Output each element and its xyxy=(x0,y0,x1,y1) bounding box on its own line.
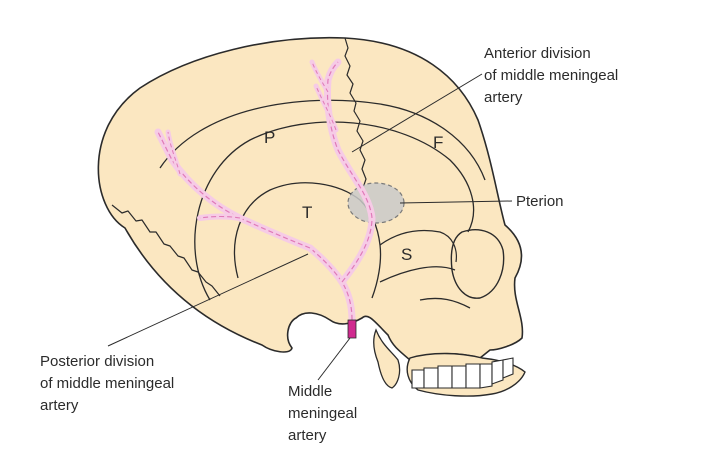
leader-lines xyxy=(107,73,513,381)
superior-temporal-line xyxy=(159,99,486,181)
middle-meningeal-artery-system xyxy=(154,58,376,324)
mastoid-process xyxy=(373,328,401,389)
teeth xyxy=(411,357,514,389)
foramen-spinosum-stem xyxy=(347,319,357,339)
middle-meningeal-label-line1: Middle xyxy=(288,383,332,400)
posterior-division-label-line3: artery xyxy=(40,397,79,414)
coronal-suture xyxy=(344,37,367,197)
pterion-marker xyxy=(347,182,405,224)
middle-meningeal-leader xyxy=(317,337,351,381)
orbit xyxy=(450,229,505,299)
region-label-temporal: T xyxy=(302,203,312,222)
region-label-frontal: F xyxy=(433,133,443,152)
region-label-sphenoid: S xyxy=(401,245,412,264)
posterior-division-label-line1: Posterior division xyxy=(40,353,154,370)
zygomatic-arch xyxy=(379,266,471,309)
region-label-parietal: P xyxy=(264,128,275,147)
anterior-division-label-line1: Anterior division xyxy=(484,45,591,62)
skull-outline xyxy=(97,36,524,361)
anterior-division-label-line2: of middle meningeal xyxy=(484,67,618,84)
pterion-label: Pterion xyxy=(516,193,564,210)
anterior-division-leader xyxy=(351,73,483,153)
middle-meningeal-label-line3: artery xyxy=(288,427,327,444)
lambdoid-suture xyxy=(111,204,221,297)
posterior-division-leader xyxy=(107,253,309,347)
inferior-temporal-line xyxy=(194,121,475,301)
pterion-leader xyxy=(399,200,513,204)
middle-meningeal-label-line2: meningeal xyxy=(288,405,357,422)
posterior-division-label-line2: of middle meningeal xyxy=(40,375,174,392)
anterior-division-label-line3: artery xyxy=(484,89,523,106)
sphenoid-outline xyxy=(379,229,457,263)
